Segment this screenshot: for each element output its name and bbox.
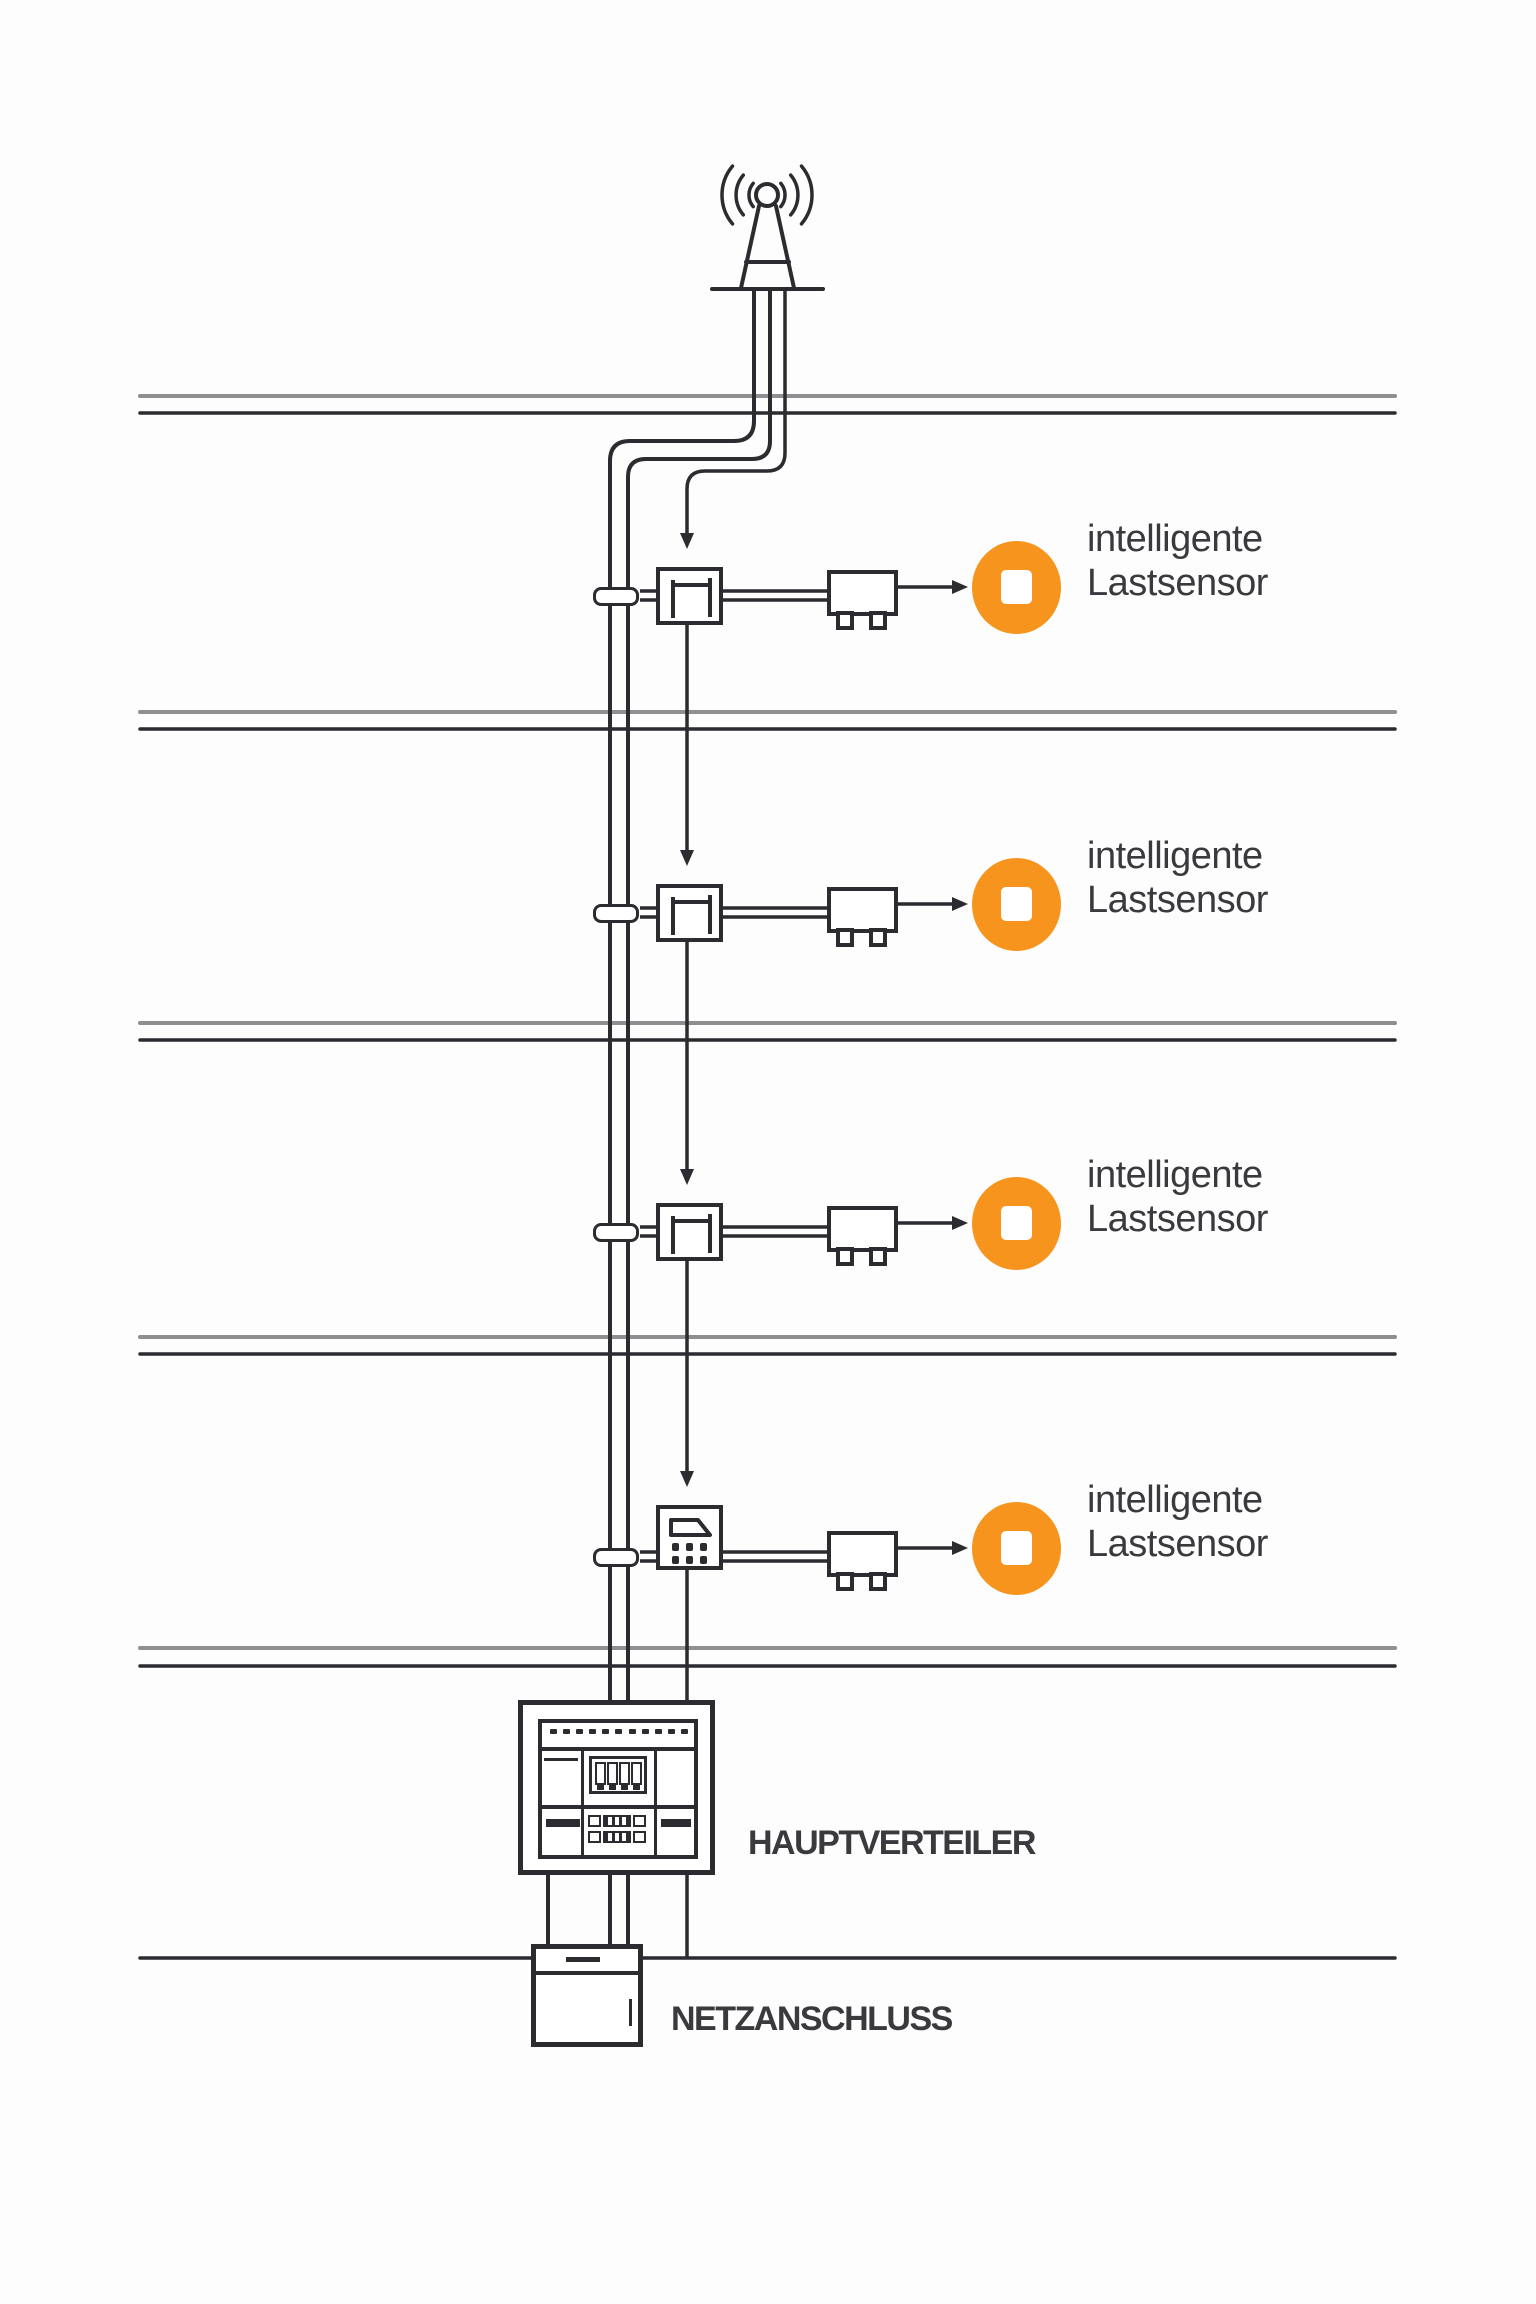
load-sensor-icon — [972, 541, 1061, 634]
socket-device-icon — [827, 570, 898, 616]
socket-pin-icon — [836, 1572, 854, 1591]
meter-display-icon — [669, 1518, 712, 1537]
socket-pin-icon — [869, 1247, 887, 1266]
load-sensor-label: intelligente Lastsensor — [1087, 835, 1268, 921]
socket-device-icon — [827, 1531, 898, 1577]
load-sensor-icon — [972, 1502, 1061, 1595]
socket-pin-icon — [869, 611, 887, 630]
floor-unit-row: intelligente Lastsensor — [0, 1478, 1536, 1628]
socket-pin-icon — [836, 1247, 854, 1266]
socket-pin-icon — [869, 1572, 887, 1591]
load-sensor-label: intelligente Lastsensor — [1087, 518, 1268, 604]
riser-pipe — [546, 290, 772, 1944]
load-sensor-label: intelligente Lastsensor — [1087, 1479, 1268, 1565]
floor-unit-row: intelligente Lastsensor — [0, 517, 1536, 667]
grid-connection-box-icon — [531, 1944, 643, 2047]
antenna-icon — [710, 164, 825, 291]
load-sensor-label: intelligente Lastsensor — [1087, 1154, 1268, 1240]
floor-unit-row: intelligente Lastsensor — [0, 1153, 1536, 1303]
main-distributor-cabinet-icon — [518, 1700, 715, 1875]
socket-device-icon — [827, 1206, 898, 1252]
terminal-dots — [550, 1729, 688, 1737]
socket-pin-icon — [869, 928, 887, 947]
circuit-breakers-icon — [589, 1756, 647, 1794]
floor-unit-row: intelligente Lastsensor — [0, 834, 1536, 984]
meter-box-icon — [656, 1203, 723, 1261]
radio-waves-icon — [720, 164, 814, 226]
pipe-clamp-icon — [593, 1223, 639, 1242]
meter-box-icon — [656, 884, 723, 942]
pipe-clamp-icon — [593, 587, 639, 606]
smart-meter-box-icon — [656, 1505, 723, 1570]
floor-slab-lines — [138, 394, 1397, 1960]
socket-pin-icon — [836, 611, 854, 630]
pipe-clamp-icon — [593, 904, 639, 923]
load-sensor-icon — [972, 858, 1061, 951]
grid-connection-label: NETZANSCHLUSS — [671, 2000, 953, 2038]
load-sensor-icon — [972, 1177, 1061, 1270]
main-distributor-label: HAUPTVERTEILER — [748, 1824, 1036, 1862]
signal-cable — [680, 290, 787, 1958]
socket-pin-icon — [836, 928, 854, 947]
floor-branch-lines — [640, 580, 968, 1563]
socket-device-icon — [827, 887, 898, 933]
pipe-clamp-icon — [593, 1548, 639, 1567]
meter-box-icon — [656, 567, 723, 625]
